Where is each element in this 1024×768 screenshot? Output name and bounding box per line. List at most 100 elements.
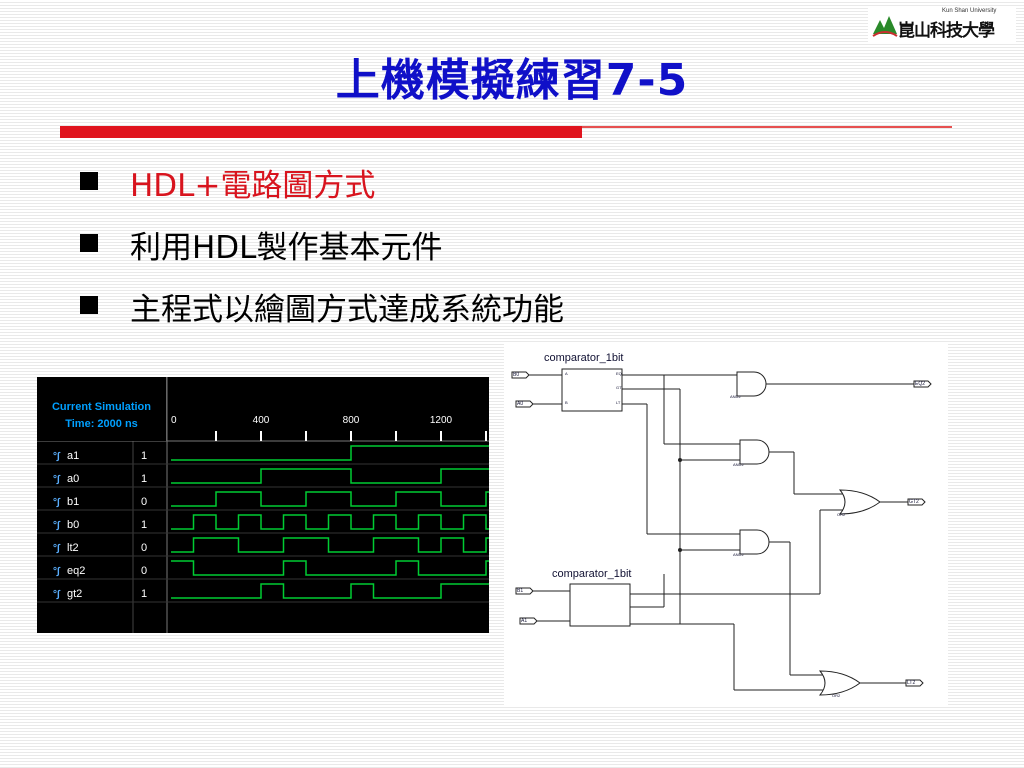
- waveform-trace-a1: [171, 445, 489, 461]
- input-port-a0: [515, 400, 534, 408]
- signal-name-label: lt2: [67, 542, 79, 554]
- port-label: EQ: [616, 371, 622, 376]
- gate-label: AND2: [733, 552, 744, 557]
- slide-title-chinese: 上機模擬練習: [335, 55, 606, 106]
- port-label: LT: [616, 400, 621, 405]
- time-tick-label: 1200: [430, 415, 453, 426]
- bullet-text: 主程式以繪圖方式達成系統功能: [130, 284, 564, 329]
- signal-name-b0[interactable]: °∫ b0: [37, 514, 133, 536]
- wire-junction: [678, 548, 682, 552]
- square-bullet-icon: [80, 172, 98, 190]
- slide-title: 上機模擬練習7-5: [0, 44, 1024, 108]
- university-logo: Kun Shan University 崑山科技大學: [868, 6, 1016, 42]
- input-port-b1: [515, 587, 534, 595]
- signal-name-lt2[interactable]: °∫ lt2: [37, 537, 133, 559]
- and2-gate[interactable]: [736, 371, 767, 397]
- signal-value: 0: [141, 542, 148, 554]
- signal-name-gt2[interactable]: °∫ gt2: [37, 583, 133, 605]
- logo-chinese-name: 崑山科技大學: [898, 21, 995, 41]
- simulation-header-line1: Current Simulation: [51, 401, 151, 413]
- title-divider-thick: [60, 126, 582, 138]
- output-port-gt2: [907, 498, 926, 506]
- waveform-trace-eq2: [171, 560, 489, 576]
- gate-label: OR2: [837, 512, 846, 517]
- or2-gate[interactable]: [838, 489, 881, 515]
- port-label: GT: [616, 385, 622, 390]
- waveform-trace-lt2: [171, 537, 489, 553]
- signal-name-label: eq2: [67, 565, 86, 577]
- schematic-wiring: [511, 368, 932, 696]
- waveform-trace-gt2: [171, 583, 489, 599]
- wire-junction: [678, 458, 682, 462]
- port-label: A: [565, 371, 568, 376]
- output-label: EQ2: [915, 381, 926, 387]
- signal-value: 0: [141, 496, 148, 508]
- gate-label: AND2: [733, 462, 744, 467]
- signal-name-label: a1: [67, 450, 80, 462]
- waveform-signal-icon: °∫: [53, 543, 60, 554]
- bullet-body: 電路圖方式: [220, 168, 376, 204]
- bullet-body: 主程式以繪圖方式達成系統功能: [130, 292, 564, 328]
- and2-gate[interactable]: [739, 439, 770, 465]
- signal-name-a0[interactable]: °∫ a0: [37, 468, 133, 490]
- square-bullet-icon: [80, 296, 98, 314]
- or2-gate[interactable]: [818, 670, 861, 696]
- square-bullet-icon: [80, 234, 98, 252]
- block-title: comparator_1bit: [552, 568, 632, 580]
- input-label: B1: [517, 588, 524, 594]
- waveform-signal-icon: °∫: [53, 520, 60, 531]
- waveform-signal-icon: °∫: [53, 474, 60, 485]
- bullet-latin: HDL: [192, 230, 257, 266]
- signal-value: 0: [141, 565, 148, 577]
- signal-value: 1: [141, 588, 148, 600]
- comparator-block-2[interactable]: [569, 583, 631, 627]
- output-port-lt2: [905, 679, 924, 687]
- simulation-waveform-panel: 0 400 800 1200 Current Simulation Time: 200…: [37, 377, 489, 633]
- output-label: LT2: [907, 680, 916, 686]
- logo-english-name: Kun Shan University: [942, 8, 997, 14]
- waveform-canvas: 0 400 800 1200: [37, 377, 489, 633]
- slide-title-number: 7-5: [605, 55, 689, 106]
- waveform-signal-icon: °∫: [53, 497, 60, 508]
- signal-name-a1[interactable]: °∫ a1: [37, 445, 133, 467]
- port-label: B: [565, 400, 568, 405]
- input-port-a1: [519, 617, 538, 625]
- simulation-header-line2: Time: 2000 ns: [65, 418, 138, 430]
- signal-name-label: b0: [67, 519, 80, 531]
- waveform-trace-b1: [171, 491, 489, 507]
- gate-label: OR2: [832, 693, 841, 698]
- waveform-signal-icon: °∫: [53, 589, 60, 600]
- time-tick-label: 400: [253, 415, 270, 426]
- input-port-b0: [511, 371, 530, 379]
- input-label: A0: [517, 401, 524, 407]
- comparator-block-1[interactable]: [561, 368, 623, 412]
- signal-value: 1: [141, 519, 148, 531]
- and2-gate[interactable]: [739, 529, 770, 555]
- output-port-eq2: [913, 380, 932, 388]
- time-tick-label: 800: [343, 415, 360, 426]
- bullet-prefix: 利用: [130, 230, 192, 266]
- signal-name-label: b1: [67, 496, 80, 508]
- output-label: GT2: [909, 499, 919, 505]
- bullet-text: HDL+電路圖方式: [130, 160, 375, 205]
- gate-label: AND2: [730, 394, 741, 399]
- simulation-time-header: Current Simulation Time: 2000 ns: [37, 377, 167, 441]
- block-title: comparator_1bit: [544, 352, 624, 364]
- bullet-prefix: HDL+: [130, 168, 221, 204]
- waveform-signal-icon: °∫: [53, 451, 60, 462]
- waveform-trace-b0: [171, 514, 489, 530]
- signal-name-label: gt2: [67, 588, 83, 600]
- signal-value: 1: [141, 450, 148, 462]
- bullet-body: 製作基本元件: [256, 230, 443, 266]
- logo-mark-icon: [872, 16, 898, 37]
- signal-value: 1: [141, 473, 148, 485]
- signal-name-b1[interactable]: °∫ b1: [37, 491, 133, 513]
- time-tick-label: 0: [171, 415, 177, 426]
- signal-name-eq2[interactable]: °∫ eq2: [37, 560, 133, 582]
- input-label: A1: [521, 618, 528, 624]
- schematic-diagram: comparator_1bit comparator_1bit A B EQ G…: [504, 344, 948, 705]
- signal-name-label: a0: [67, 473, 80, 485]
- waveform-trace-a0: [171, 468, 489, 484]
- waveform-signal-icon: °∫: [53, 566, 60, 577]
- input-label: B0: [513, 372, 520, 378]
